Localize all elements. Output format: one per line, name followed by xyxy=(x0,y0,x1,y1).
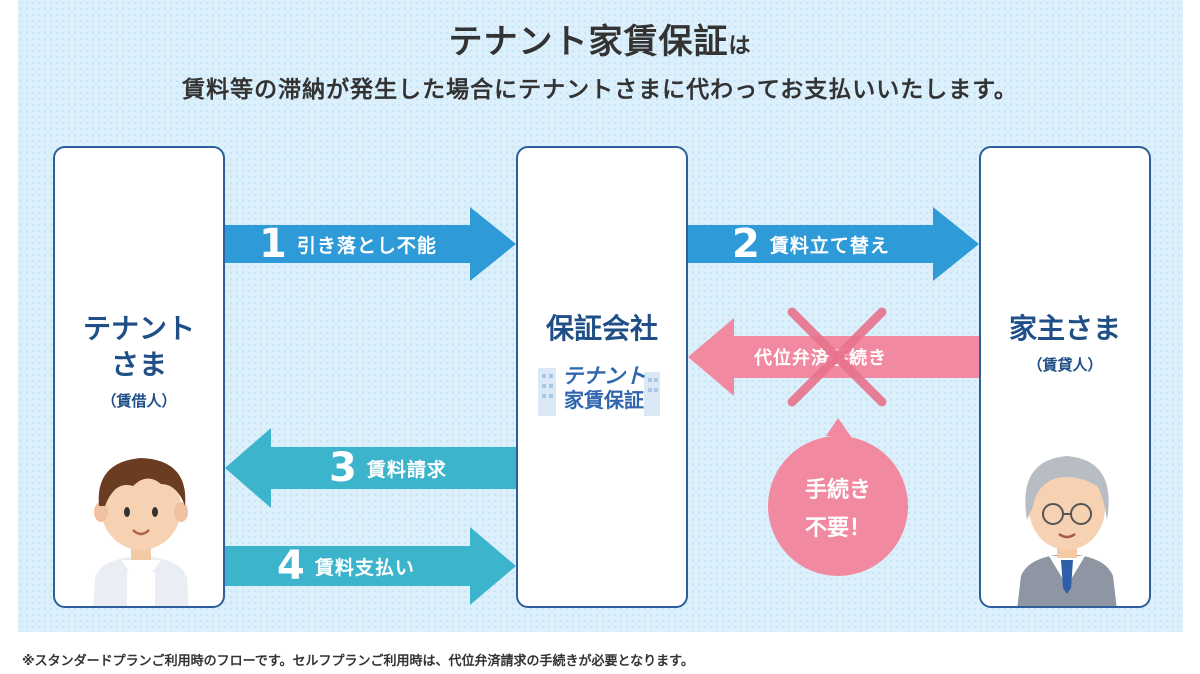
tenant-name-line1: テナント xyxy=(82,312,195,345)
footnote: ※スタンダードプランご利用時のフローです。セルフプランご利用時は、代位弁済請求の… xyxy=(22,654,694,669)
flow-3-label: 賃料請求 xyxy=(366,458,447,481)
flow-4-number: 4 xyxy=(277,543,305,589)
tenant-role: （賃借人） xyxy=(101,392,177,410)
flow-arrow-1: 1 引き落とし不能 xyxy=(225,207,516,281)
guarantor-logo-line1: テナント xyxy=(562,364,646,388)
flow-3-number: 3 xyxy=(329,445,357,491)
bubble-line2: 不要！ xyxy=(804,516,871,541)
bubble-line1: 手続き xyxy=(804,478,871,503)
flow-2-number: 2 xyxy=(732,221,760,267)
flow-2-label: 賃料立て替え xyxy=(769,234,890,257)
flow-1-label: 引き落とし不能 xyxy=(296,234,437,257)
flow-arrow-4: 4 賃料支払い xyxy=(225,527,516,605)
landlord-role: （賃貸人） xyxy=(1027,356,1103,374)
flow-4-label: 賃料支払い xyxy=(314,556,415,579)
speech-bubble xyxy=(768,418,908,576)
tenant-name-line2: さま xyxy=(110,348,167,381)
tenant-box: テナント さま （賃借人） xyxy=(53,146,225,608)
guarantor-name: 保証会社 xyxy=(545,312,658,345)
guarantor-logo-line2: 家賃保証 xyxy=(564,388,644,412)
landlord-person-illustration xyxy=(1017,456,1117,606)
subrogation-label: 代位弁済手続き xyxy=(754,348,887,369)
guarantor-box: 保証会社 テナント 家賃保証 xyxy=(516,146,688,608)
tenant-person-illustration xyxy=(93,458,189,606)
flow-arrow-2: 2 賃料立て替え xyxy=(688,207,979,281)
page-title: テナント家賃保証は xyxy=(448,22,752,62)
flow-arrow-3: 3 賃料請求 xyxy=(225,428,516,508)
landlord-box: 家主さま （賃貸人） xyxy=(979,146,1151,608)
cross-mark-icon xyxy=(787,307,887,407)
flow-1-number: 1 xyxy=(259,221,287,267)
guarantor-logo-building-icon xyxy=(538,368,660,416)
page-subtitle: 賃料等の滞納が発生した場合にテナントさまに代わってお支払いいたします。 xyxy=(182,77,1018,103)
landlord-name: 家主さま xyxy=(1008,312,1121,345)
